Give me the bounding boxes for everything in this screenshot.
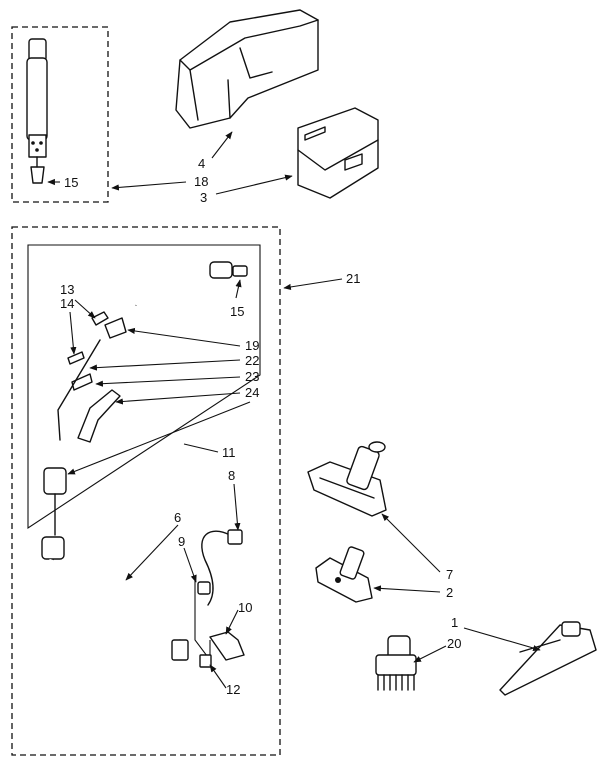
callout-12: 12 (226, 682, 240, 697)
callout-15-top: 15 (64, 175, 78, 190)
floor-brush-part-7 (307, 441, 387, 517)
callout-labels: 4 15 18 3 21 13 14 15 19 22 23 24 11 8 6… (60, 156, 461, 697)
callout-7: 7 (446, 567, 453, 582)
callout-3: 3 (200, 190, 207, 205)
callout-11: 11 (222, 445, 236, 460)
subkit-frame (27, 244, 261, 530)
callout-24: 24 (245, 385, 259, 400)
callout-4: 4 (198, 156, 205, 171)
callout-10: 10 (238, 600, 252, 615)
dashed-box-main (11, 226, 281, 756)
crevice-tool-part-1 (499, 621, 597, 696)
canister-part-4 (175, 9, 319, 129)
dusting-brush-part-20 (375, 635, 417, 691)
leader-lines (47, 131, 541, 689)
callout-14: 14 (60, 296, 74, 311)
swivel-connector-part (43, 467, 67, 536)
callout-13: 13 (60, 282, 74, 297)
callout-15-hose: 15 (230, 304, 244, 319)
callout-19: 19 (245, 338, 259, 353)
wand-part (26, 38, 48, 184)
callout-9: 9 (178, 534, 185, 549)
bracket-part-3 (297, 107, 379, 199)
wand-kit-box (11, 26, 109, 203)
callout-22: 22 (245, 353, 259, 368)
small-parts-9-10-12 (194, 580, 245, 668)
upholstery-tool-part-2 (315, 546, 373, 603)
clip-parts (57, 311, 127, 443)
callout-21: 21 (346, 271, 360, 286)
callout-6: 6 (174, 510, 181, 525)
callout-1: 1 (451, 615, 458, 630)
hose-handle-part (133, 258, 248, 306)
callout-18: 18 (194, 174, 208, 189)
coiled-hose-part-6 (41, 536, 189, 661)
callout-23: 23 (245, 369, 259, 384)
callout-8: 8 (228, 468, 235, 483)
callout-2: 2 (446, 585, 453, 600)
callout-20: 20 (447, 636, 461, 651)
dashed-box-top-left (11, 26, 109, 203)
